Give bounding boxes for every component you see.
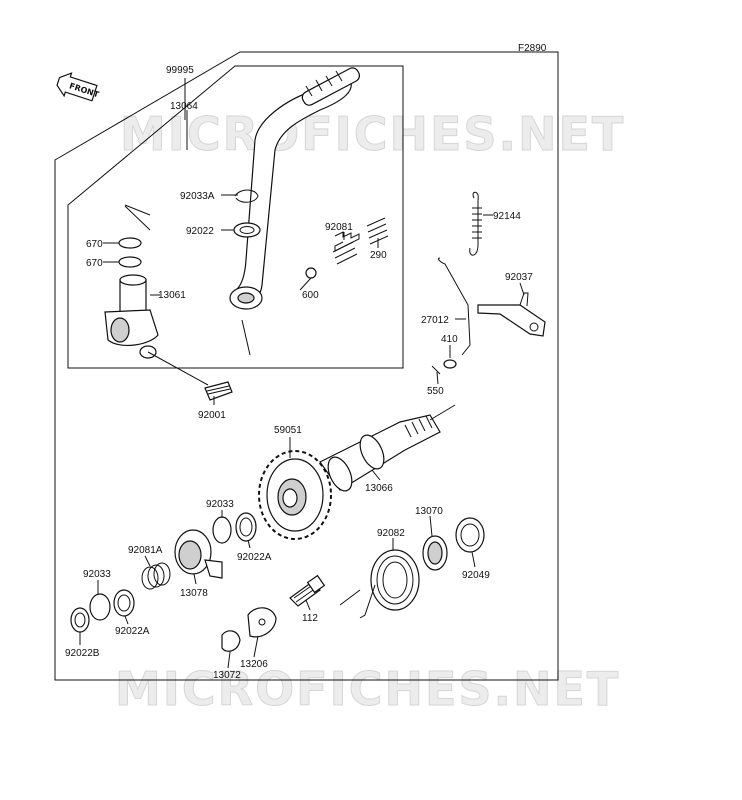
label-92033-mid: 92033	[206, 499, 234, 510]
figure-code: F2890	[518, 43, 547, 54]
washer-92022a-low	[113, 589, 135, 617]
outer-frame	[54, 51, 559, 681]
label-27012: 27012	[421, 315, 449, 326]
label-92022a-mid: 92022A	[237, 552, 272, 563]
spring-92081	[332, 231, 360, 265]
label-670-a: 670	[86, 239, 103, 250]
spring-290	[366, 217, 389, 245]
bolt-92001	[204, 381, 233, 401]
collar-13070	[422, 535, 448, 571]
kick-shaft-13066	[319, 414, 441, 492]
label-13078: 13078	[180, 588, 208, 599]
label-92081: 92081	[325, 222, 353, 233]
circlip-92033a	[234, 189, 259, 203]
label-112: 112	[302, 613, 318, 624]
label-410: 410	[441, 334, 458, 345]
label-13064: 13064	[170, 101, 198, 112]
label-92022a-low: 92022A	[115, 626, 150, 637]
watermark-bottom: MICROFICHES.NET	[115, 662, 620, 716]
label-92144: 92144	[493, 211, 521, 222]
washer-410	[443, 359, 457, 369]
front-arrow-icon: FRONT	[56, 72, 101, 102]
inner-frame	[67, 65, 404, 369]
label-92049: 92049	[462, 570, 490, 581]
label-92037: 92037	[505, 272, 533, 283]
label-550: 550	[427, 386, 444, 397]
label-92081a: 92081A	[128, 545, 163, 556]
rod-27012	[437, 257, 471, 356]
label-290: 290	[370, 250, 387, 261]
guide-13206	[247, 607, 277, 638]
washer-92022	[233, 222, 261, 238]
label-600: 600	[302, 290, 319, 301]
washer-670-b	[118, 256, 142, 268]
ratchet-13078	[174, 529, 223, 579]
ball-600	[305, 267, 317, 279]
bolt-112	[289, 574, 326, 607]
label-13072: 13072	[213, 670, 241, 681]
washer-92022b	[70, 607, 90, 633]
label-59051: 59051	[274, 425, 302, 436]
boss-13061	[104, 274, 159, 359]
label-92001: 92001	[198, 410, 226, 421]
seal-92049	[455, 517, 485, 553]
circlip-92033-mid	[212, 516, 232, 544]
label-13070: 13070	[415, 506, 443, 517]
label-92022b: 92022B	[65, 648, 100, 659]
watermark-top: MICROFICHES.NET	[120, 107, 625, 161]
kick-pedal-arm	[229, 67, 361, 310]
guide-13072	[221, 630, 241, 652]
label-92022-top: 92022	[186, 226, 214, 237]
label-670-b: 670	[86, 258, 103, 269]
kick-gear-59051	[258, 450, 332, 540]
label-13206: 13206	[240, 659, 268, 670]
washer-92022a-mid	[235, 512, 257, 542]
circlip-92033-low	[89, 593, 111, 621]
washer-670-a	[118, 237, 142, 249]
label-92082: 92082	[377, 528, 405, 539]
pin-550	[431, 365, 441, 375]
label-99995: 99995	[166, 65, 194, 76]
label-92033-low: 92033	[83, 569, 111, 580]
label-13066: 13066	[365, 483, 393, 494]
label-92033a: 92033A	[180, 191, 215, 202]
spring-92144	[469, 191, 482, 256]
label-13061: 13061	[158, 290, 186, 301]
spring-92082	[359, 549, 420, 619]
plate-92037	[477, 292, 546, 337]
spring-92081a	[141, 562, 171, 590]
